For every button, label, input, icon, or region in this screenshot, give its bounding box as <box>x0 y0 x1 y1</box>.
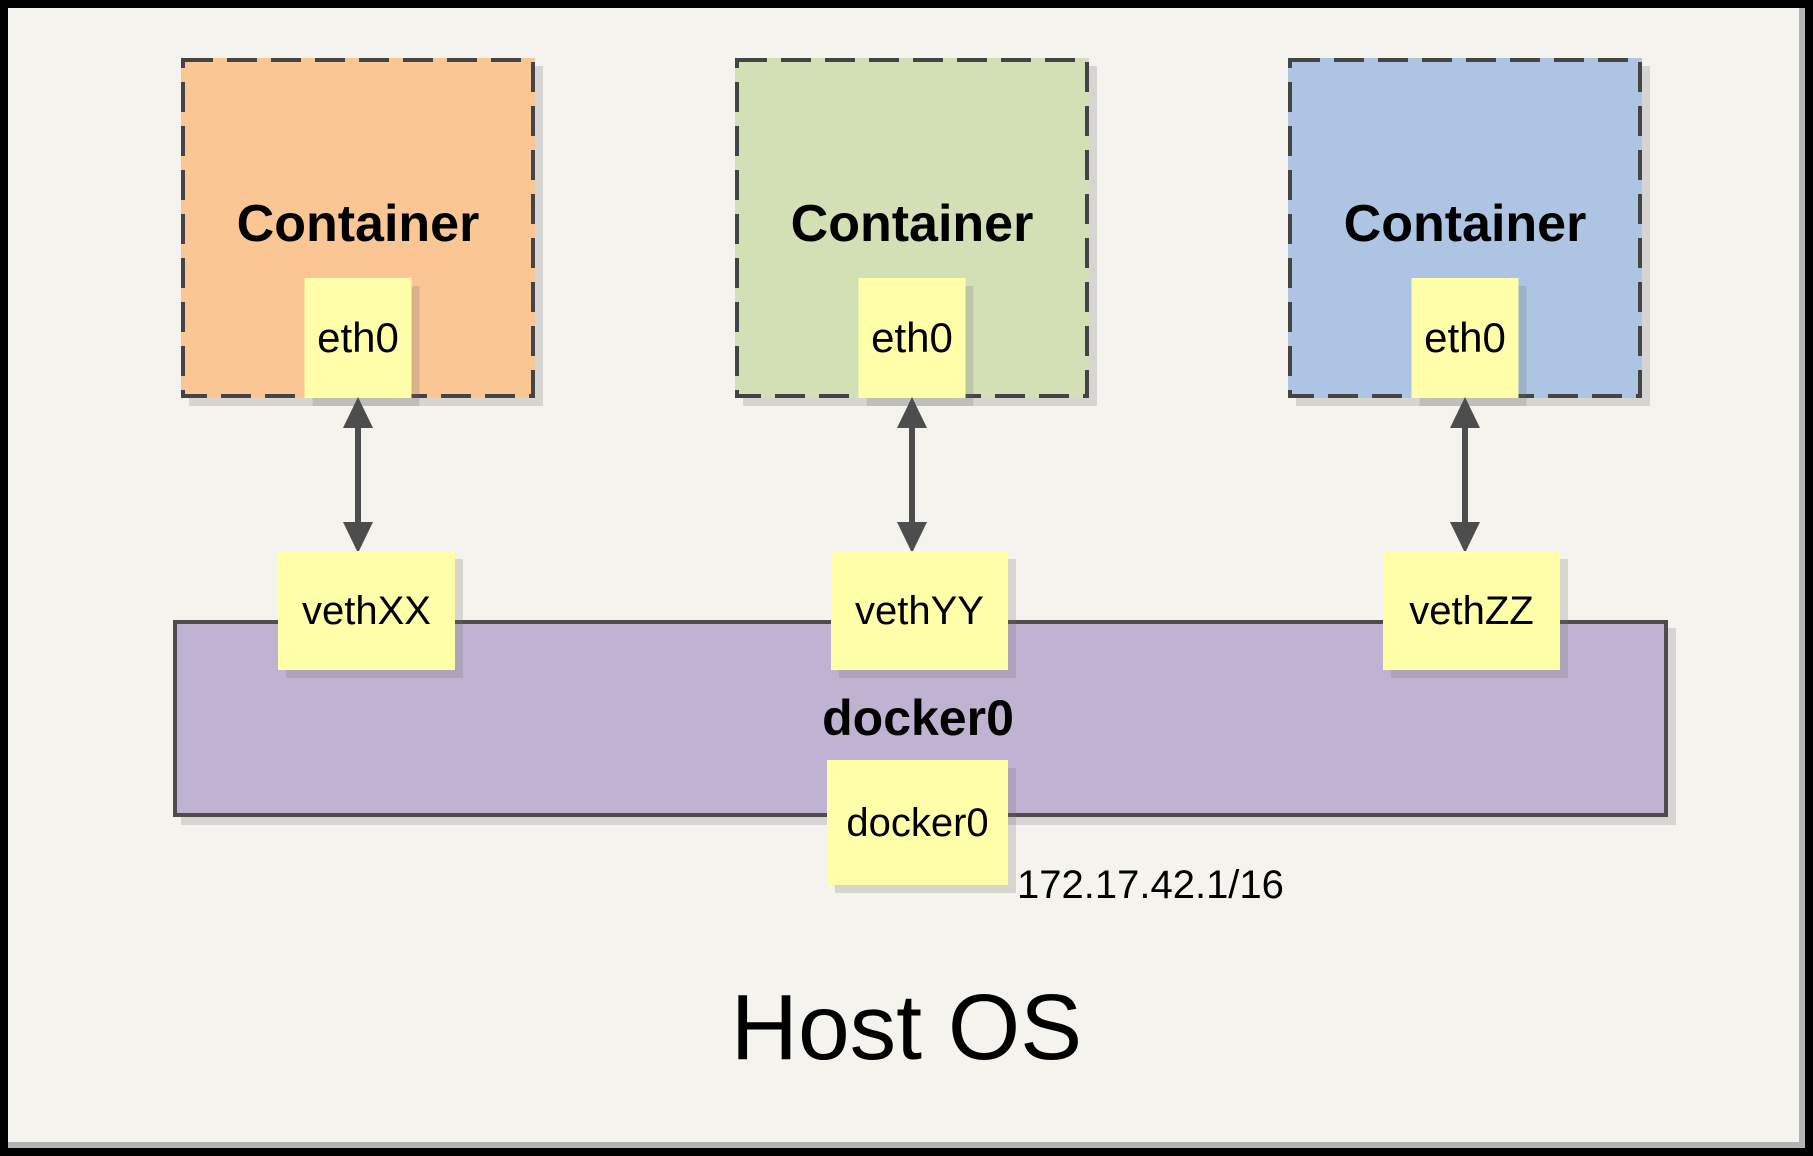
container-label: Container <box>790 195 1034 253</box>
eth0-interface-box: eth0 <box>858 278 966 398</box>
veth-interface-box: vethXX <box>278 551 455 670</box>
bidirectional-arrow <box>343 397 373 553</box>
veth-interface-box: vethZZ <box>1383 551 1560 670</box>
docker0-interface-box: docker0 <box>827 760 1008 885</box>
eth0-label: eth0 <box>317 314 399 361</box>
docker0-label: docker0 <box>846 800 989 845</box>
veth-label: vethXX <box>302 588 431 633</box>
eth0-label: eth0 <box>871 314 953 361</box>
eth0-interface-box: eth0 <box>304 278 412 398</box>
host-os-canvas: Container eth0 Container eth0 Container … <box>8 8 1805 1148</box>
bidirectional-arrow <box>1450 397 1480 553</box>
bridge-ip-label: 172.17.42.1/16 <box>1017 863 1284 907</box>
veth-label: vethZZ <box>1409 588 1534 633</box>
container-box: Container eth0 <box>181 58 535 398</box>
container-label: Container <box>236 195 480 253</box>
eth0-interface-box: eth0 <box>1411 278 1519 398</box>
container-box: Container eth0 <box>1288 58 1642 398</box>
host-os-label: Host OS <box>730 975 1083 1079</box>
container-label: Container <box>1343 195 1587 253</box>
veth-interface-box: vethYY <box>831 551 1008 670</box>
container-box: Container eth0 <box>735 58 1089 398</box>
docker0-bridge-label: docker0 <box>822 690 1014 746</box>
eth0-label: eth0 <box>1424 314 1506 361</box>
veth-label: vethYY <box>855 588 984 633</box>
bidirectional-arrow <box>897 397 927 553</box>
